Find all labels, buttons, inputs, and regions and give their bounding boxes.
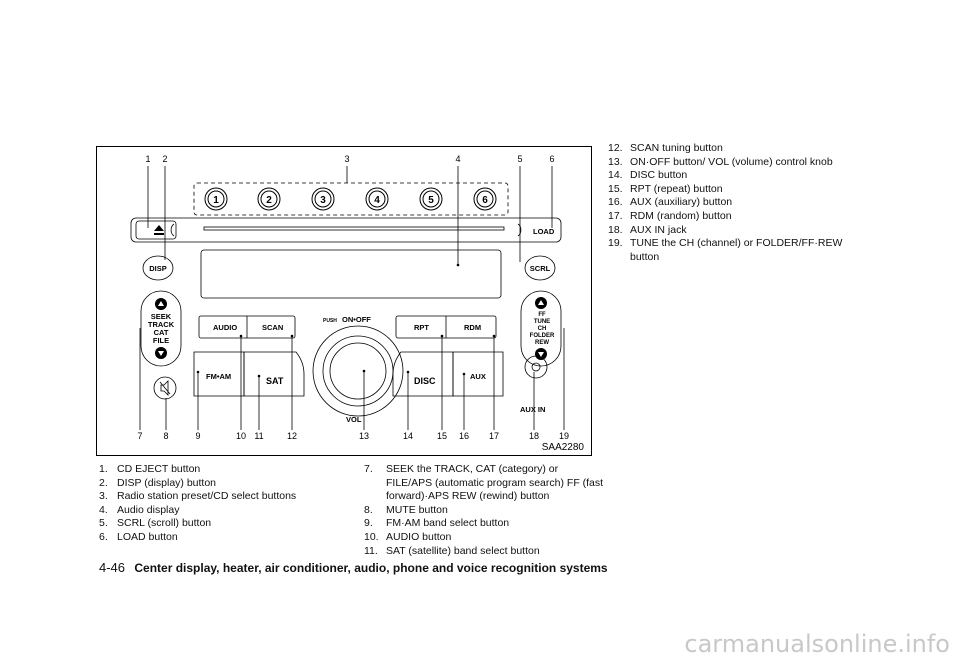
seek-label-3: CAT [154, 328, 169, 337]
eject-icon [154, 225, 164, 235]
legend-middle: 7.SEEK the TRACK, CAT (category) or FILE… [364, 463, 604, 558]
preset-6: 6 [482, 195, 488, 206]
list-item: 11.SAT (satellite) band select button [364, 544, 540, 557]
list-item: 9.FM·AM band select button [364, 517, 510, 530]
list-item: 6.LOAD button [99, 530, 178, 543]
list-item: 17.RDM (random) button [608, 209, 732, 222]
scan-button: SCAN [262, 323, 283, 332]
callout-8: 8 [163, 431, 168, 441]
callout-18: 18 [529, 431, 539, 441]
auxin-label: AUX IN [520, 405, 545, 414]
list-item: 4.Audio display [99, 503, 180, 516]
fmam-button: FM•AM [206, 372, 231, 381]
preset-5: 5 [428, 195, 434, 206]
disp-button: DISP [149, 264, 167, 273]
preset-buttons: 1 2 3 4 5 6 [204, 187, 497, 211]
vol-label: VOL [346, 415, 362, 424]
list-item: 12.SCAN tuning button [608, 142, 723, 154]
list-item: 10.AUDIO button [364, 530, 452, 543]
preset-2: 2 [266, 195, 272, 206]
callout-15: 15 [437, 431, 447, 441]
list-item: 5.SCRL (scroll) button [99, 517, 212, 530]
list-item: 8.MUTE button [364, 503, 448, 516]
disc-button: DISC [414, 376, 436, 386]
callout-4: 4 [455, 154, 460, 164]
tune-label-5: REW [535, 340, 549, 346]
watermark: carmanualsonline.info [684, 630, 950, 658]
section-title: Center display, heater, air conditioner,… [134, 561, 608, 575]
callout-19: 19 [559, 431, 569, 441]
callout-13: 13 [359, 431, 369, 441]
figure-code: SAA2280 [542, 442, 585, 453]
list-item: 16.AUX (auxiliary) button [608, 196, 733, 209]
callout-1: 1 [145, 154, 150, 164]
legend-right: 12.SCAN tuning button 13.ON·OFF button/ … [608, 142, 858, 264]
tune-label-2: TUNE [534, 319, 550, 325]
callout-17: 17 [489, 431, 499, 441]
rpt-button: RPT [414, 323, 429, 332]
load-button: LOAD [533, 227, 555, 236]
callout-9: 9 [195, 431, 200, 441]
list-item: 13.ON·OFF button/ VOL (volume) control k… [608, 155, 833, 168]
callout-7: 7 [137, 431, 142, 441]
list-item: 14.DISC button [608, 169, 688, 182]
tune-label-3: CH [538, 326, 547, 332]
sat-button: SAT [266, 376, 284, 386]
onoff-label: ON•OFF [342, 315, 371, 324]
callout-2: 2 [162, 154, 167, 164]
list-item: 18.AUX IN jack [608, 223, 687, 236]
preset-1: 1 [213, 195, 219, 206]
callout-5: 5 [517, 154, 522, 164]
seek-label-4: FILE [153, 336, 169, 345]
list-item: 15.RPT (repeat) button [608, 182, 723, 195]
list-item: 3.Radio station preset/CD select buttons [99, 490, 297, 503]
preset-4: 4 [374, 195, 380, 206]
callout-11: 11 [254, 431, 263, 441]
aux-button: AUX [470, 372, 486, 381]
rdm-button: RDM [464, 323, 481, 332]
tune-label-1: FF [538, 312, 546, 318]
push-label: PUSH [323, 318, 337, 324]
audio-button: AUDIO [213, 323, 237, 332]
list-item: 2.DISP (display) button [99, 476, 217, 489]
callout-3: 3 [344, 154, 349, 164]
callout-14: 14 [403, 431, 413, 441]
list-item: 1.CD EJECT button [99, 463, 201, 475]
callout-10: 10 [236, 431, 246, 441]
page-footer: 4-46 Center display, heater, air conditi… [99, 560, 608, 575]
list-item: 19.TUNE the CH (channel) or FOLDER/FF·RE… [608, 237, 843, 263]
radio-diagram: 1 2 3 4 5 6 7 8 9 10 11 12 13 14 15 16 1… [96, 146, 592, 456]
legend-left: 1.CD EJECT button 2.DISP (display) butto… [99, 463, 339, 545]
page-number: 4-46 [99, 560, 126, 575]
scrl-button: SCRL [530, 264, 551, 273]
callout-16: 16 [459, 431, 469, 441]
preset-3: 3 [320, 195, 326, 206]
mute-icon [159, 380, 171, 396]
tune-label-4: FOLDER [530, 333, 555, 339]
seek-label-2: TRACK [148, 320, 175, 329]
list-item: 7.SEEK the TRACK, CAT (category) or FILE… [364, 463, 604, 503]
callout-12: 12 [287, 431, 297, 441]
callout-6: 6 [549, 154, 554, 164]
seek-label-1: SEEK [151, 312, 172, 321]
